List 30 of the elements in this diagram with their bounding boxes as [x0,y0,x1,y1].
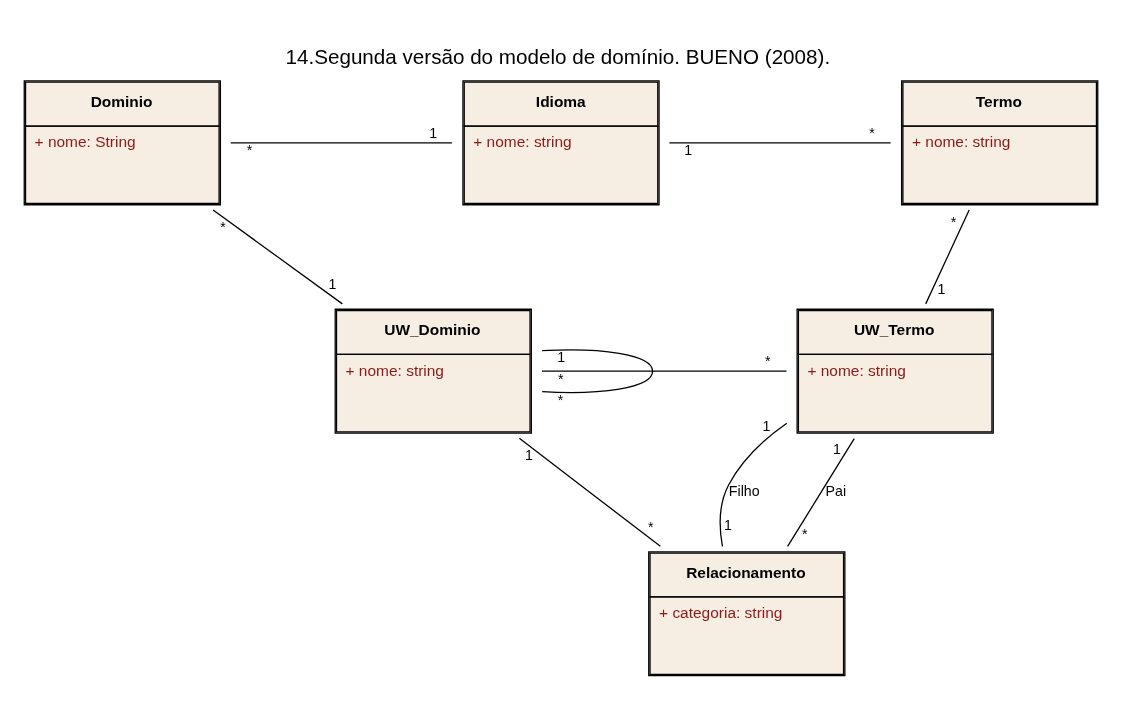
connector [212,208,344,305]
connector [786,437,855,547]
label: 1 [762,417,771,434]
label: * [648,518,654,535]
label: 1 [328,275,337,292]
label: 1 [684,141,693,158]
label: * [246,141,253,158]
label: * [220,218,226,235]
connector [925,208,970,305]
connector [668,141,892,143]
label: 1 [724,516,733,533]
label: 1 [557,348,566,365]
label: * [802,525,808,542]
label: * [869,124,875,141]
connector [719,422,788,547]
edge-label: Filho [728,482,760,499]
connector [541,348,654,393]
label: 1 [524,446,533,463]
label: 1 [429,124,438,141]
connector [230,141,453,143]
label: * [950,213,957,230]
label: * [765,352,771,369]
connector [541,370,788,372]
label: 1 [833,440,841,457]
label: * [557,370,564,387]
label: 1 [937,280,946,297]
diagram-title: 14.Segunda versão do modelo de domínio. BUENO (2008). [285,44,831,68]
connector [518,437,661,547]
label: * [557,391,564,408]
edge-label: Pai [825,482,847,499]
